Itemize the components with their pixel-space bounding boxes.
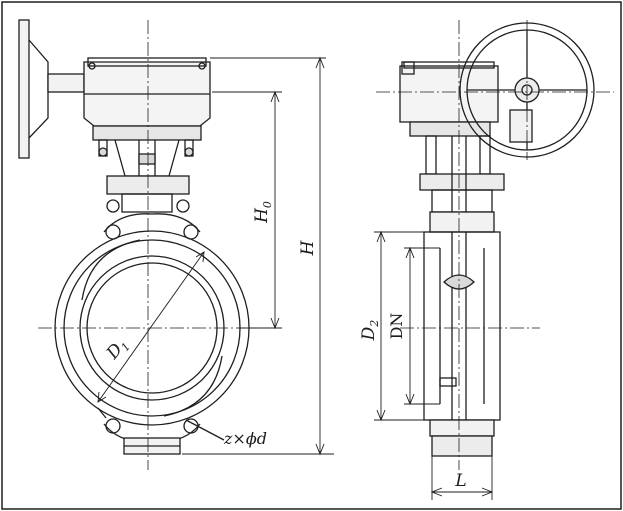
h0-label: H0 xyxy=(252,201,274,224)
svg-text:D1: D1 xyxy=(102,334,133,365)
front-gearbox-bolts xyxy=(98,139,194,157)
svg-text:H0: H0 xyxy=(252,201,274,224)
front-handwheel xyxy=(18,19,85,159)
svg-text:H: H xyxy=(298,239,318,256)
front-dimensions xyxy=(97,56,334,456)
front-body xyxy=(54,199,250,455)
side-dimensions xyxy=(374,230,494,500)
front-centerlines xyxy=(38,20,268,470)
side-centerlines xyxy=(376,20,614,470)
h-label: H xyxy=(298,239,318,256)
bolt-spec-label: z×ϕd xyxy=(223,429,267,448)
svg-text:DN: DN xyxy=(387,313,406,340)
side-body xyxy=(423,211,501,457)
front-view xyxy=(18,19,250,455)
d1-label: D1 xyxy=(102,334,133,365)
d2-label: D2 xyxy=(359,320,381,342)
side-gearbox xyxy=(399,61,499,137)
front-bolt-leaders xyxy=(97,407,225,441)
svg-text:D2: D2 xyxy=(359,320,381,342)
front-disc-arcs xyxy=(81,239,223,417)
side-view xyxy=(399,22,595,457)
dn-label: DN xyxy=(387,313,406,340)
l-label: L xyxy=(454,471,466,491)
front-gearbox xyxy=(83,57,211,141)
